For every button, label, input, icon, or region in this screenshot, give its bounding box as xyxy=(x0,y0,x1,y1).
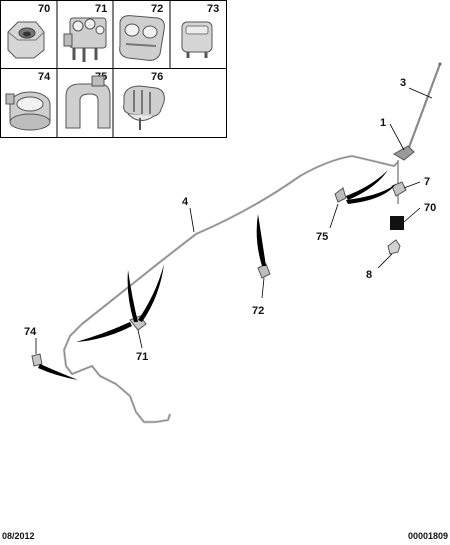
installed-clips xyxy=(31,187,347,367)
part-number-label: 74 xyxy=(38,71,51,83)
mount-stack xyxy=(387,181,407,255)
callout-3: 3 xyxy=(400,77,406,89)
tube-clip-icon xyxy=(5,91,51,131)
part-number-label: 71 xyxy=(95,3,107,15)
part-cell-71[interactable]: 71 xyxy=(63,3,107,62)
saddle-clip-icon xyxy=(65,75,111,129)
part-cell-75[interactable]: 75 xyxy=(65,71,111,129)
part-70-block xyxy=(390,216,404,230)
pointer xyxy=(38,364,78,380)
part-cell-74[interactable]: 74 xyxy=(5,71,51,131)
clip-75-installed xyxy=(334,187,347,203)
part-cell-76[interactable]: 76 xyxy=(123,71,165,130)
footer-date: 08/2012 xyxy=(2,531,35,541)
callout-74: 74 xyxy=(24,326,37,338)
part-7-nut xyxy=(391,181,407,197)
part-number-label: 72 xyxy=(151,3,163,15)
callout-72: 72 xyxy=(252,305,264,317)
callout-7: 7 xyxy=(424,176,430,188)
clip-74-installed xyxy=(31,353,43,367)
callout-8: 8 xyxy=(366,269,372,281)
pointer xyxy=(346,184,396,204)
part-number-label: 73 xyxy=(207,3,219,15)
callout-75: 75 xyxy=(316,231,328,243)
part-cell-70[interactable]: 70 xyxy=(7,3,50,59)
antenna-assembly xyxy=(393,62,442,161)
pointer xyxy=(346,170,388,200)
part-number-label: 70 xyxy=(38,3,50,15)
double-clip-icon xyxy=(119,15,165,61)
clip-72-installed xyxy=(257,263,271,279)
pointer xyxy=(256,214,266,266)
parts-grid: 70 71 72 xyxy=(0,0,227,138)
pointer xyxy=(76,322,132,342)
footer-reference: 00001809 xyxy=(407,531,448,541)
location-pointers xyxy=(38,170,396,380)
antenna-cable xyxy=(62,154,399,424)
part-cell-72[interactable]: 72 xyxy=(119,3,165,61)
pointer xyxy=(127,270,138,322)
push-clip-icon xyxy=(181,21,213,58)
callout-71: 71 xyxy=(136,351,148,363)
callout-1: 1 xyxy=(380,117,386,129)
part-number-label: 76 xyxy=(151,71,163,83)
pointer xyxy=(138,264,164,322)
callouts: 3 1 4 7 70 75 8 72 74 71 xyxy=(24,77,436,363)
nut-icon xyxy=(7,21,45,59)
callout-70: 70 xyxy=(424,202,436,214)
multi-clip-icon xyxy=(63,17,107,62)
callout-4: 4 xyxy=(182,196,189,208)
antenna-mast xyxy=(406,63,442,151)
leader-lines xyxy=(35,87,433,354)
part-cell-73[interactable]: 73 xyxy=(181,3,219,58)
antenna-base xyxy=(393,145,415,161)
part-8-washer xyxy=(387,239,401,255)
comb-clip-icon xyxy=(123,85,165,130)
